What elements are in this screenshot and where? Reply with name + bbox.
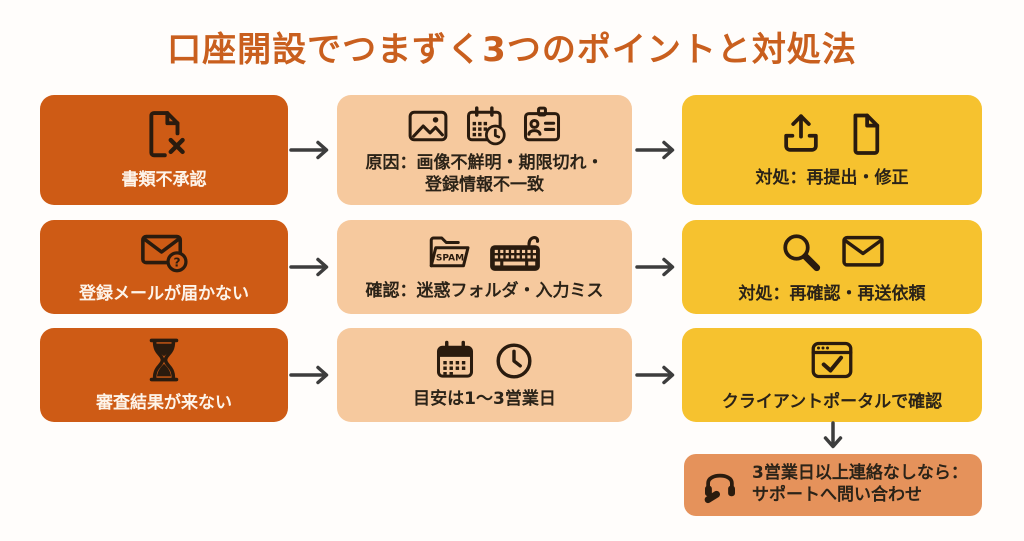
document-icon xyxy=(853,114,879,156)
solution-icons xyxy=(776,110,889,160)
right-arrow-icon xyxy=(635,257,675,277)
cause-label: 目安は1〜3営業日 xyxy=(413,388,556,410)
solution-label: 対処：再提出・修正 xyxy=(755,168,909,189)
right-arrow-icon xyxy=(289,365,329,385)
right-arrow-icon xyxy=(635,365,675,385)
cause-box-review-pending: 目安は1〜3営業日 xyxy=(337,328,632,422)
solution-box-review-pending: クライアントポータルで確認 xyxy=(682,328,982,422)
magnifier-icon xyxy=(782,234,820,272)
right-arrow-icon xyxy=(289,257,329,277)
cause-box-mail-missing: SPAM 確認：迷惑フォルダ・入力ミス xyxy=(337,220,632,314)
followup-label: 3営業日以上連絡なしなら： サポートへ問い合わせ xyxy=(752,463,968,507)
problem-label: 書類不承認 xyxy=(121,170,207,191)
problem-label: 審査結果が来ない xyxy=(96,393,232,414)
upload-icon xyxy=(783,114,818,153)
problem-box-review-pending: 審査結果が来ない xyxy=(40,328,288,422)
followup-label-line: サポートへ問い合わせ xyxy=(752,485,922,505)
headset-icon xyxy=(704,473,735,504)
cause-icons xyxy=(406,104,564,148)
solution-label: 対処：再確認・再送依頼 xyxy=(738,284,926,305)
problem-box-mail-missing: ? 登録メールが届かない xyxy=(40,220,288,314)
cause-label-line: 原因：画像不鮮明・期限切れ・ xyxy=(365,152,604,173)
right-arrow-icon xyxy=(635,140,675,160)
cause-icons xyxy=(433,339,536,383)
cause-label-line: 目安は1〜3営業日 xyxy=(413,389,556,410)
followup-box-support: 3営業日以上連絡なしなら： サポートへ問い合わせ xyxy=(684,454,982,516)
browser-check-icon xyxy=(811,342,853,379)
cause-icons: SPAM xyxy=(426,231,543,275)
clock-icon xyxy=(496,343,532,379)
calendar-icon xyxy=(436,341,474,379)
page-title: 口座開設でつまずく3つのポイントと対処法 xyxy=(167,30,857,70)
calendar-clock-icon xyxy=(466,106,506,146)
solution-box-mail-missing: 対処：再確認・再送依頼 xyxy=(682,220,982,314)
svg-text:SPAM: SPAM xyxy=(436,254,464,264)
svg-text:?: ? xyxy=(173,256,180,270)
spam-folder-icon: SPAM xyxy=(429,236,470,268)
id-card-icon xyxy=(523,106,560,142)
cause-box-docs-rejected: 原因：画像不鮮明・期限切れ・ 登録情報不一致 xyxy=(337,95,632,205)
down-arrow-icon xyxy=(823,421,843,449)
followup-label-line: 3営業日以上連絡なしなら： xyxy=(752,463,968,484)
document-x-icon xyxy=(149,111,185,158)
mail-question-icon: ? xyxy=(141,235,188,273)
cause-label-line: 登録情報不一致 xyxy=(425,175,544,195)
cause-label: 原因：画像不鮮明・期限切れ・ 登録情報不一致 xyxy=(366,152,604,196)
cause-label: 確認：迷惑フォルダ・入力ミス xyxy=(366,280,604,302)
solution-icons xyxy=(777,228,888,276)
hourglass-icon xyxy=(149,339,179,382)
mail-icon xyxy=(841,236,884,268)
image-icon xyxy=(408,110,447,142)
keyboard-icon xyxy=(490,236,540,272)
right-arrow-icon xyxy=(289,140,329,160)
solution-label: クライアントポータルで確認 xyxy=(721,392,943,413)
problem-label: 登録メールが届かない xyxy=(79,284,249,305)
problem-box-docs-rejected: 書類不承認 xyxy=(40,95,288,205)
solution-box-docs-rejected: 対処：再提出・修正 xyxy=(682,95,982,205)
cause-label-line: 確認：迷惑フォルダ・入力ミス xyxy=(365,281,604,302)
